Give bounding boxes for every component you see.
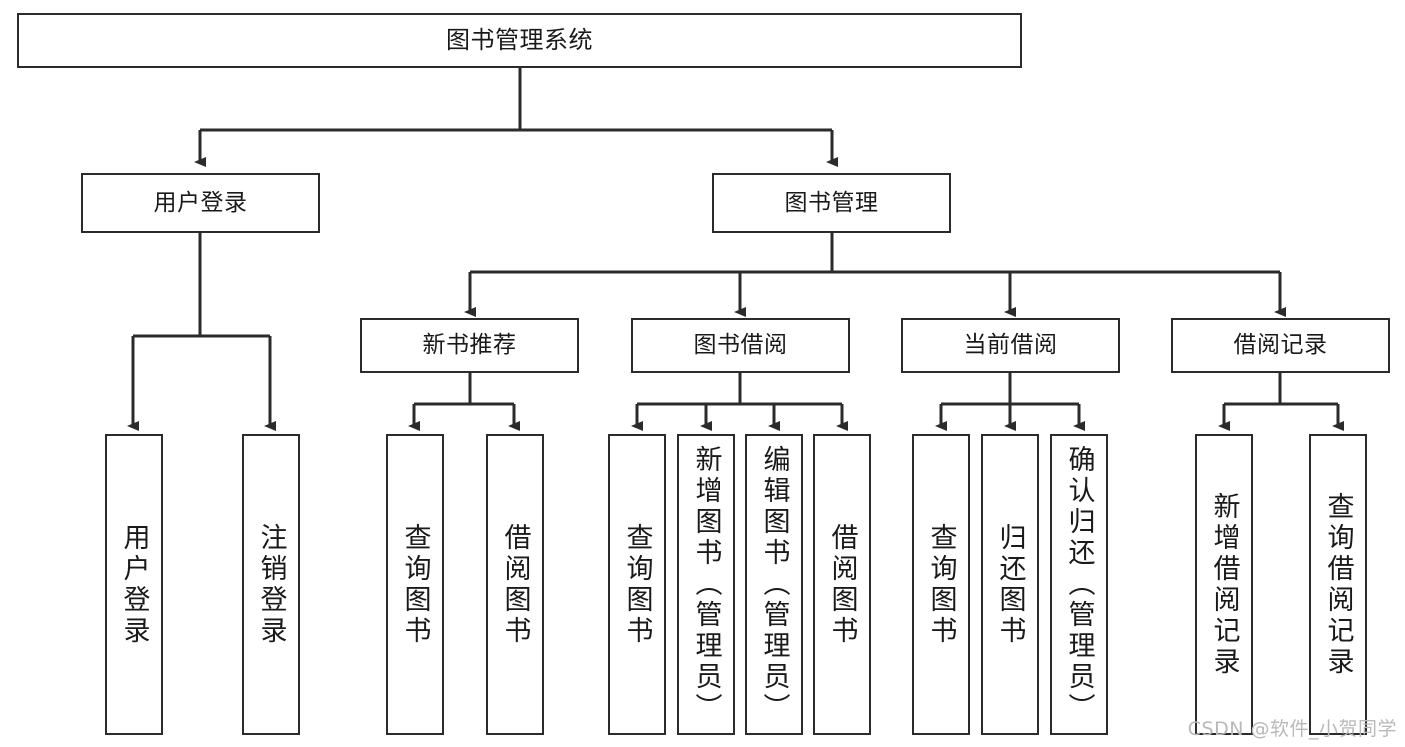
node-leaf-add-borrow-record[interactable]: 新增借阅记录 <box>1195 434 1253 735</box>
node-label: 用户登录 <box>118 522 150 647</box>
node-book-management[interactable]: 图书管理 <box>712 173 951 233</box>
node-leaf-confirm-return-admin[interactable]: 确认归还（管理员） <box>1050 434 1108 735</box>
node-book-borrow[interactable]: 图书借阅 <box>631 318 850 373</box>
node-label: 图书管理 <box>784 189 879 216</box>
node-leaf-query-borrow-record[interactable]: 查询借阅记录 <box>1309 434 1367 735</box>
node-label: 图书管理系统 <box>446 25 593 54</box>
node-leaf-query-book-recommend[interactable]: 查询图书 <box>386 434 444 735</box>
node-root-system[interactable]: 图书管理系统 <box>17 13 1022 68</box>
node-label: 查询借阅记录 <box>1322 491 1354 678</box>
node-leaf-query-book-borrow[interactable]: 查询图书 <box>608 434 666 735</box>
node-label: 新书推荐 <box>422 332 517 359</box>
node-leaf-query-book-current[interactable]: 查询图书 <box>912 434 970 735</box>
node-leaf-return-book[interactable]: 归还图书 <box>981 434 1039 735</box>
node-label: 查询图书 <box>925 522 957 647</box>
node-new-book-recommend[interactable]: 新书推荐 <box>360 318 579 373</box>
node-label: 当前借阅 <box>963 332 1058 359</box>
node-label: 借阅图书 <box>499 522 531 647</box>
node-leaf-add-book-admin[interactable]: 新增图书（管理员） <box>677 434 735 735</box>
node-label: 借阅图书 <box>826 522 858 647</box>
node-label: 借阅记录 <box>1233 332 1328 359</box>
node-label: 新增图书（管理员） <box>690 445 722 724</box>
node-leaf-user-login[interactable]: 用户登录 <box>105 434 163 735</box>
node-current-borrow[interactable]: 当前借阅 <box>901 318 1120 373</box>
node-user-login[interactable]: 用户登录 <box>81 173 320 233</box>
node-leaf-borrow-book[interactable]: 借阅图书 <box>813 434 871 735</box>
node-leaf-borrow-book-recommend[interactable]: 借阅图书 <box>486 434 544 735</box>
node-label: 查询图书 <box>621 522 653 647</box>
node-label: 归还图书 <box>994 522 1026 647</box>
watermark-text: CSDN @软件_小贺同学 <box>1187 718 1397 740</box>
node-label: 图书借阅 <box>693 332 788 359</box>
node-label: 确认归还（管理员） <box>1063 445 1095 724</box>
node-leaf-edit-book-admin[interactable]: 编辑图书（管理员） <box>745 434 803 735</box>
node-borrow-record[interactable]: 借阅记录 <box>1171 318 1390 373</box>
node-label: 查询图书 <box>399 522 431 647</box>
node-label: 新增借阅记录 <box>1208 491 1240 678</box>
node-label: 编辑图书（管理员） <box>758 445 790 724</box>
node-label: 注销登录 <box>255 522 287 647</box>
node-leaf-logout[interactable]: 注销登录 <box>242 434 300 735</box>
node-label: 用户登录 <box>153 189 248 216</box>
